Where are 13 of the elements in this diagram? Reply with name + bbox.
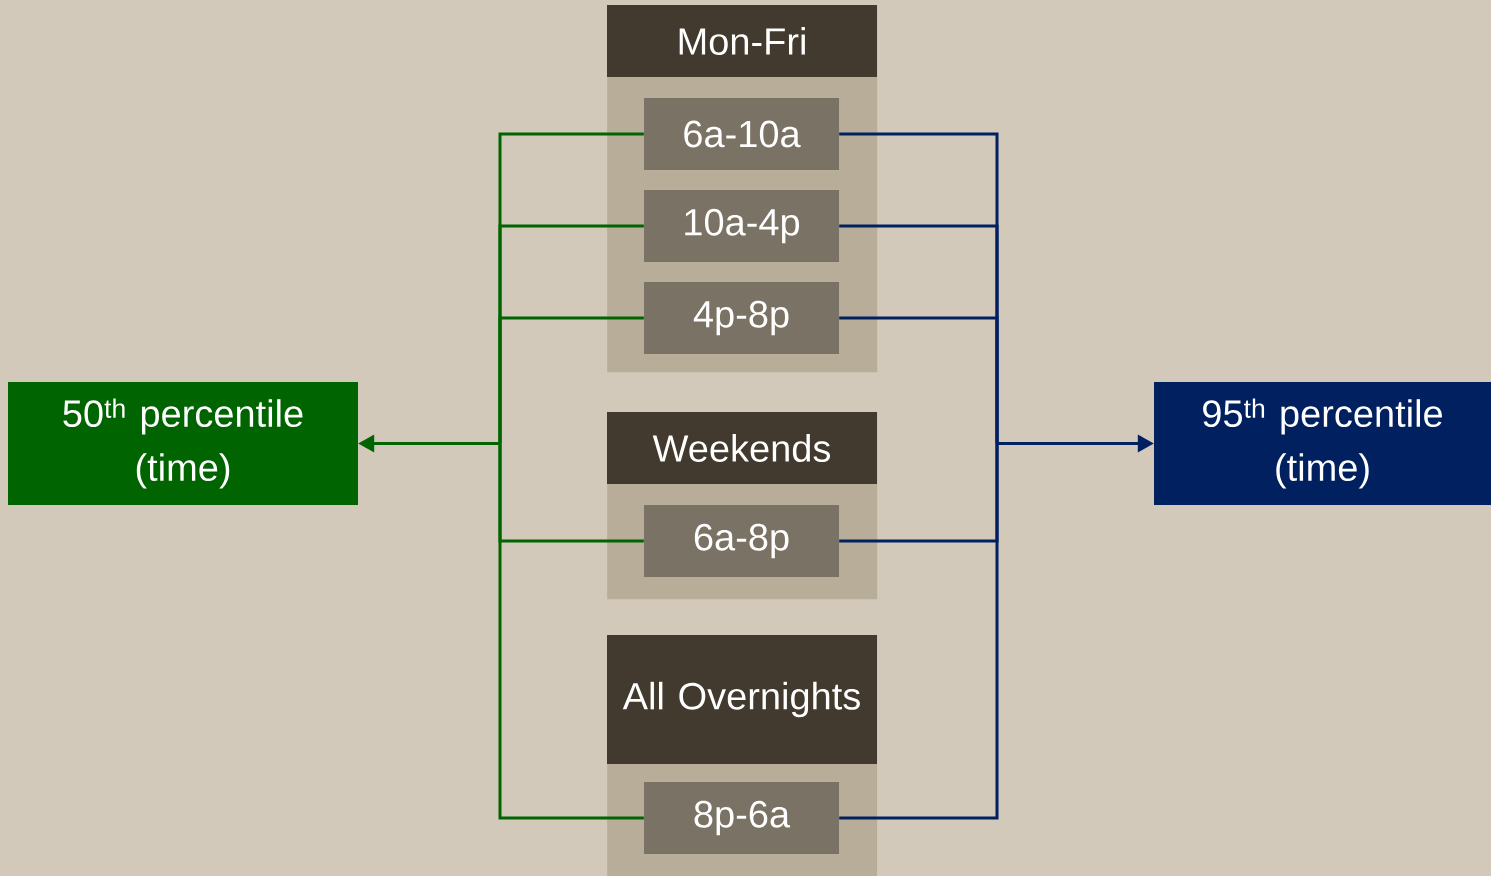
time-box: 4p-8p xyxy=(644,282,839,354)
result-box: 95$^{th}$ percentile (time) xyxy=(1154,382,1491,505)
time-box: 10a-4p xyxy=(644,190,839,262)
connector-line xyxy=(839,316,999,444)
time-box: 6a-10a xyxy=(644,98,839,170)
arrow xyxy=(997,434,1154,453)
connector-line xyxy=(839,443,999,820)
result-box: 50$^{th}$ percentile (time) xyxy=(8,382,358,505)
arrow xyxy=(358,434,500,453)
time-box: 8p-6a xyxy=(644,782,839,854)
time-box: 6a-8p xyxy=(644,505,839,577)
connector-line xyxy=(498,443,644,820)
connector-line xyxy=(498,316,644,444)
